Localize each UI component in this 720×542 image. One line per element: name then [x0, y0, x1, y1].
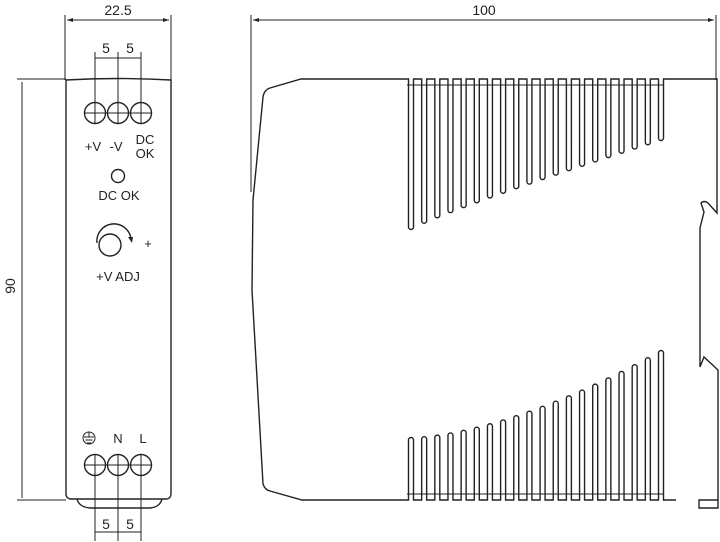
fin-base-line: [407, 84, 663, 495]
led-indicator-icon: [110, 168, 126, 184]
top-fins: [407, 78, 665, 231]
side-body-outline: [251, 78, 719, 509]
adjust-label: +V ADJ: [96, 269, 140, 284]
top-pitch-label-2: 5: [126, 40, 134, 56]
depth-dim-label: 100: [472, 2, 496, 18]
input-terminal-block: [83, 453, 153, 541]
front-bottom-tab: [76, 498, 163, 509]
adjust-knob-icon: [98, 233, 122, 257]
width-dim-label: 22.5: [104, 2, 131, 18]
terminal-label-ok: OK: [136, 146, 155, 161]
terminal-label-plus-v: +V: [85, 139, 102, 154]
terminal-label-l: L: [139, 431, 146, 446]
led-label: DC OK: [98, 188, 140, 203]
ground-icon: [82, 431, 96, 445]
height-dim-label: 90: [2, 278, 18, 294]
cooling-fins: [407, 78, 665, 501]
terminal-label-n: N: [113, 431, 122, 446]
bottom-fins: [407, 349, 665, 501]
front-body-outline: [65, 77, 172, 500]
output-terminal-block: [83, 101, 153, 125]
side-view: 100: [250, 2, 719, 509]
adjust-plus-label: +: [144, 236, 152, 251]
front-view: 22.5 5 5 +V -V DC OK DC OK + +V ADJ 90: [2, 2, 172, 541]
rotate-arrow-icon: [96, 223, 132, 244]
top-pitch-label-1: 5: [102, 40, 110, 56]
bottom-pitch-label-2: 5: [126, 516, 134, 532]
terminal-label-minus-v: -V: [110, 139, 123, 154]
terminal-label-dc: DC: [136, 132, 155, 147]
bottom-pitch-label-1: 5: [102, 516, 110, 532]
